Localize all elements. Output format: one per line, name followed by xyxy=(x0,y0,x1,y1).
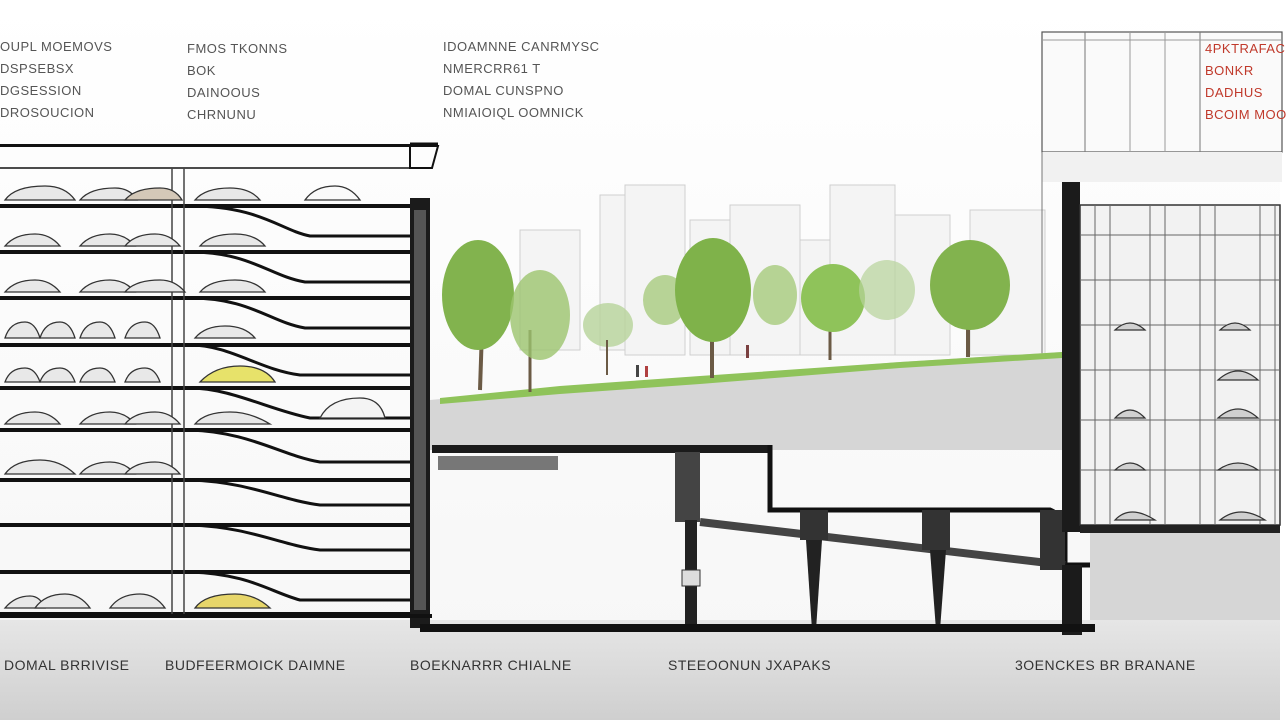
annotation-line: DAINOOUS xyxy=(187,85,261,100)
annotation-line: IDOAMNNE CANRMYSC xyxy=(443,39,600,54)
right-building-facade xyxy=(1041,31,1283,360)
annotation-line: NMIAIOIQL OOMNICK xyxy=(443,105,584,120)
section-label-parking: DOMAL BRRIVISE xyxy=(4,657,130,673)
annotation-line: DOMAL CUNSPNO xyxy=(443,83,564,98)
annotation-line: 4PKTRAFAC xyxy=(1205,41,1286,56)
section-label-boundary: BOEKNARRR CHIALNE xyxy=(410,657,572,673)
annotation-line: FMOS TKONNS xyxy=(187,41,288,56)
parking-garage xyxy=(0,142,440,628)
annotation-line: DGSESSION xyxy=(0,83,82,98)
section-label-buffer: BUDFEERMOICK DAIMNE xyxy=(165,657,346,673)
annotation-line: BOK xyxy=(187,63,216,78)
annotation-line: NMERCRR61 T xyxy=(443,61,541,76)
annotation-block-2: FMOS TKONNS BOK DAINOOUS CHRNUNU xyxy=(187,38,288,126)
annotation-line: CHRNUNU xyxy=(187,107,257,122)
section-label-structure: STEEOONUN JXAPAKS xyxy=(668,657,832,673)
annotation-line: DADHUS xyxy=(1205,85,1263,100)
park-trees xyxy=(442,238,1010,392)
section-label-garage: 3OENCKES BR BRANANE xyxy=(1015,657,1196,673)
annotation-block-4: 4PKTRAFAC BONKR DADHUS BCOIM MOO xyxy=(1205,38,1287,126)
ground-section xyxy=(0,352,1280,720)
underground-structure xyxy=(0,445,1095,635)
annotation-line: DSPSEBSX xyxy=(0,61,75,76)
annotation-block-3: IDOAMNNE CANRMYSC NMERCRR61 T DOMAL CUNS… xyxy=(443,36,600,124)
annotation-line: OUPL MOEMOVS xyxy=(0,39,113,54)
annotation-line: BONKR xyxy=(1205,63,1254,78)
automated-garage xyxy=(1062,182,1281,533)
annotation-line: DROSOUCION xyxy=(0,105,95,120)
annotation-block-1: OUPL MOEMOVS DSPSEBSX DGSESSION DROSOUCI… xyxy=(0,36,112,124)
annotation-line: BCOIM MOO xyxy=(1205,107,1287,122)
